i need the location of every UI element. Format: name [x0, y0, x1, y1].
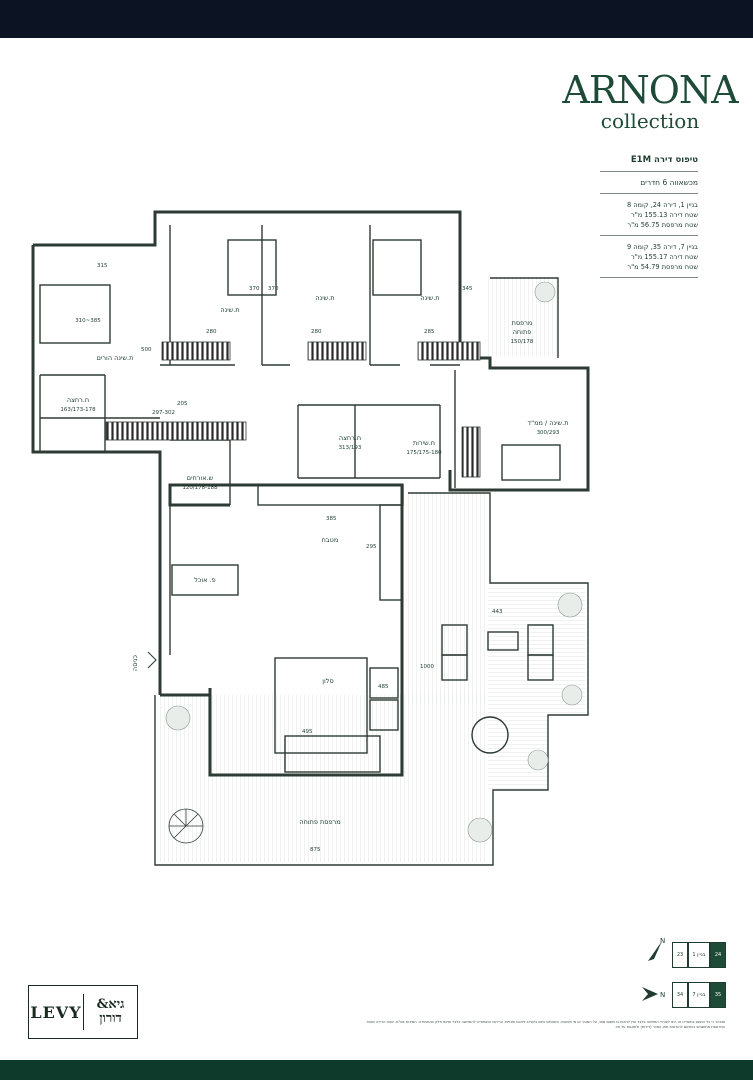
big-balcony-deck — [158, 695, 488, 862]
dim: 345 — [462, 286, 473, 292]
building-key-1: 23 בניין 1 24 — [672, 942, 726, 968]
apartment-info: טיפוס דירה E1M מכשאווה 6 חדרים בניין 1, … — [600, 155, 698, 278]
apartment-number-highlight: 24 — [710, 942, 726, 968]
room-label-bedroom-1: ת.שינה — [220, 306, 239, 314]
building-name: בניין 1 — [688, 942, 710, 968]
wardrobe — [105, 421, 247, 441]
dim: 370 — [268, 286, 279, 292]
room-label-master: ת.שינה הורים — [97, 354, 134, 362]
master-dim: 310~385 — [75, 318, 101, 324]
info-line: בניין 1, דירה 24, קומה 8 — [626, 201, 698, 209]
dim: 297-302 — [152, 410, 175, 416]
wardrobe — [161, 341, 231, 361]
service-dim: 175/175-180 — [406, 450, 442, 456]
room-label-guest-wc: ש.אורחים — [187, 474, 214, 482]
disclaimer: מובהר כי כל המוצג בתשריט זה הינו לצורכי … — [366, 1020, 725, 1029]
developer-logo: LEVY גיא& דורון — [28, 985, 138, 1039]
room-label-dining: פ. אוכל — [194, 576, 215, 584]
master-bath-dim: 163/173-178 — [60, 407, 96, 413]
plant — [561, 684, 583, 706]
wardrobe — [461, 426, 481, 478]
brand-name: ARNONA — [562, 68, 738, 112]
room-label-living: סלון — [322, 677, 333, 685]
dim: 385 — [326, 516, 337, 522]
info-line: בניין 7, דירה 35, קומה 9 — [626, 243, 698, 251]
info-line: שטח דירה 155.13 מ"ר — [631, 211, 698, 219]
dim: 295 — [366, 544, 377, 550]
apartment-number-highlight: 35 — [710, 982, 726, 1008]
north-label: N — [660, 991, 665, 999]
north-label: N — [660, 937, 665, 945]
brand-logo: ARNONA collection — [560, 70, 740, 132]
top-bar — [0, 0, 753, 38]
levy-logo: LEVY — [29, 994, 84, 1030]
geva-doron-logo: גיא& דורון — [96, 997, 125, 1026]
info-block-2: בניין 7, דירה 35, קומה 9 שטח דירה 155.17… — [600, 236, 698, 278]
dim: 875 — [310, 847, 321, 853]
entrance-arrow-icon — [147, 651, 157, 669]
room-label-service: ח.שירות — [413, 439, 435, 447]
room-label-bath: ח.רחצה — [339, 434, 361, 442]
building-key-2: 34 בניין 7 35 — [672, 982, 726, 1008]
safe-room-dim: 300/293 — [537, 430, 560, 436]
room-label-master-bath: ח.רחצה — [67, 396, 89, 404]
corner-balcony-deck — [488, 585, 585, 790]
brand-subtitle: collection — [600, 109, 700, 133]
plant — [165, 705, 191, 731]
room-label-safe-room: ת.שינה / ממ"ד — [528, 419, 569, 427]
guest-wc-dim: 120/178-188 — [182, 485, 218, 491]
north-arrow-icon: N — [648, 937, 665, 961]
dim: 280 — [206, 329, 217, 335]
info-block-1: בניין 1, דירה 24, קומה 8 שטח דירה 155.13… — [600, 194, 698, 236]
dim: 285 — [424, 329, 435, 335]
info-line: שטח מרפסת 56.75 מ"ר — [627, 221, 698, 229]
dim: 370 — [249, 286, 260, 292]
type-title: טיפוס דירה E1M — [600, 155, 698, 172]
plant — [527, 749, 549, 771]
dim: 1000 — [420, 664, 434, 670]
apartment-number: 34 — [672, 982, 688, 1008]
type-subtitle: מכשאווה 6 חדרים — [600, 172, 698, 194]
plant — [467, 817, 493, 843]
room-label-bedroom-2: ת.שינה — [315, 294, 334, 302]
bath-dim: 313/193 — [339, 445, 362, 451]
bottom-bar — [0, 1060, 753, 1080]
dim: 485 — [378, 684, 389, 690]
dim: 495 — [302, 729, 313, 735]
spiral-stair — [168, 808, 204, 844]
room-label-big-balcony: מרפסת פתוחה — [299, 818, 340, 826]
apartment-number: 23 — [672, 942, 688, 968]
room-label-small-balcony: מרפסת — [512, 319, 533, 327]
north-arrow-icon: N — [642, 987, 665, 1001]
dim: 500 — [141, 347, 152, 353]
room-label-kitchen: מטבח — [322, 536, 339, 544]
plant — [534, 281, 556, 303]
dim: 315 — [97, 263, 108, 269]
wardrobe — [307, 341, 367, 361]
side-balcony-deck — [408, 493, 488, 703]
room-label-small-balcony-2: פתוחה — [513, 328, 532, 336]
dim: 205 — [177, 401, 188, 407]
dim: 280 — [311, 329, 322, 335]
small-balcony-dim: 150/178 — [511, 339, 534, 345]
entrance-label: כניסה — [131, 654, 139, 671]
info-line: שטח מרפסת 54.79 מ"ר — [627, 263, 698, 271]
building-name: בניין 7 — [688, 982, 710, 1008]
wardrobe — [417, 341, 481, 361]
info-line: שטח דירה 155.17 מ"ר — [631, 253, 698, 261]
room-label-bedroom-3: ת.שינה — [420, 294, 439, 302]
plant — [557, 592, 583, 618]
dim: 443 — [492, 609, 503, 615]
